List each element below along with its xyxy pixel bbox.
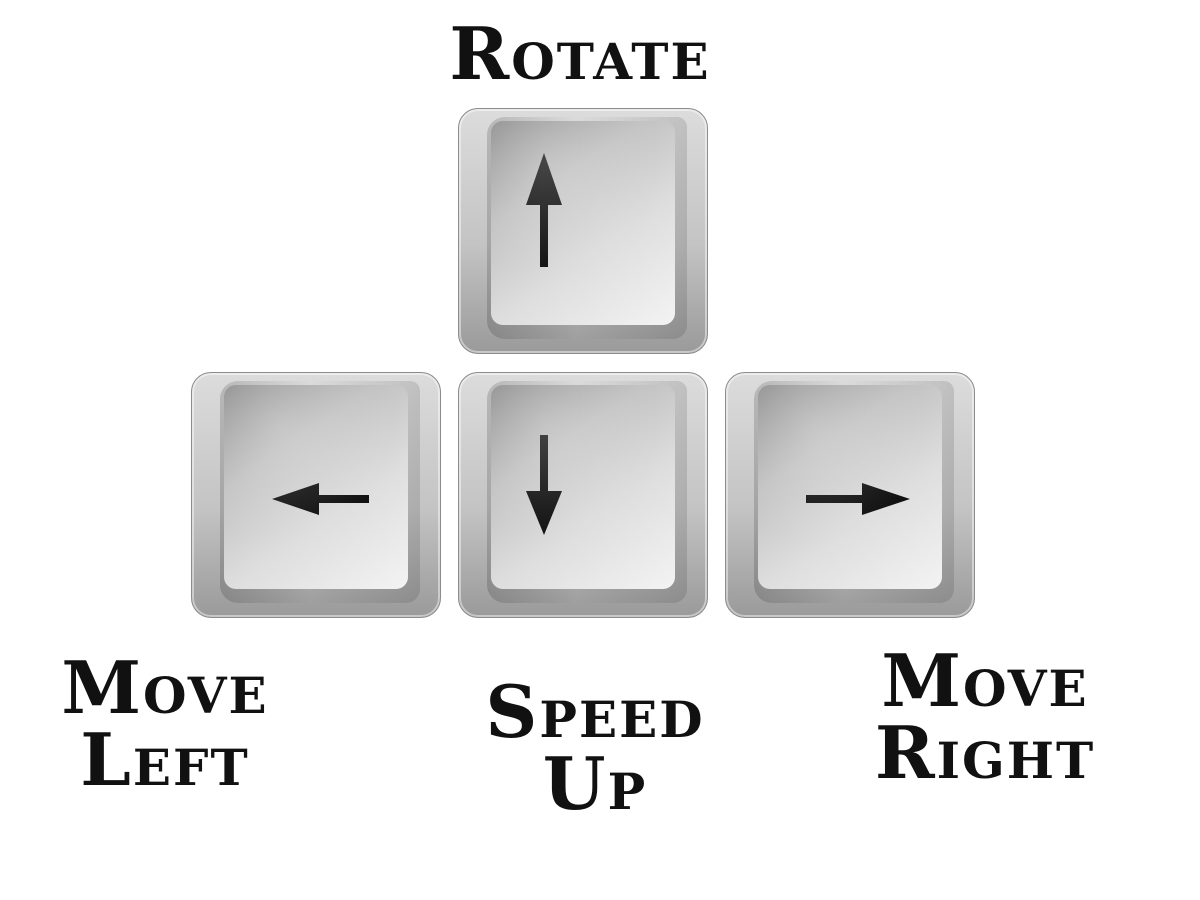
speed-up-line-2: Up: [542, 741, 648, 826]
move-right-line-2: Right: [874, 710, 1096, 795]
up-key-face: [491, 121, 675, 325]
down-arrow-key[interactable]: [458, 372, 708, 618]
arrow-up-icon: [526, 153, 562, 267]
move-right-line-1: Move: [881, 638, 1089, 723]
arrow-right-icon: [806, 483, 910, 515]
down-key-face: [491, 385, 675, 589]
up-arrow-key[interactable]: [458, 108, 708, 354]
move-right-label: Move Right: [840, 645, 1130, 789]
left-key-face: [224, 385, 408, 589]
rotate-label: Rotate: [380, 18, 780, 90]
arrow-left-icon: [272, 483, 369, 515]
move-left-line-1: Move: [61, 645, 269, 730]
speed-up-label: Speed Up: [435, 676, 755, 820]
move-left-label: Move Left: [20, 652, 310, 796]
right-key-face: [758, 385, 942, 589]
right-arrow-key[interactable]: [725, 372, 975, 618]
rotate-label-text: Rotate: [449, 11, 711, 96]
left-arrow-key[interactable]: [191, 372, 441, 618]
speed-up-line-1: Speed: [485, 669, 705, 754]
move-left-line-2: Left: [80, 717, 250, 802]
arrow-down-icon: [526, 435, 562, 535]
